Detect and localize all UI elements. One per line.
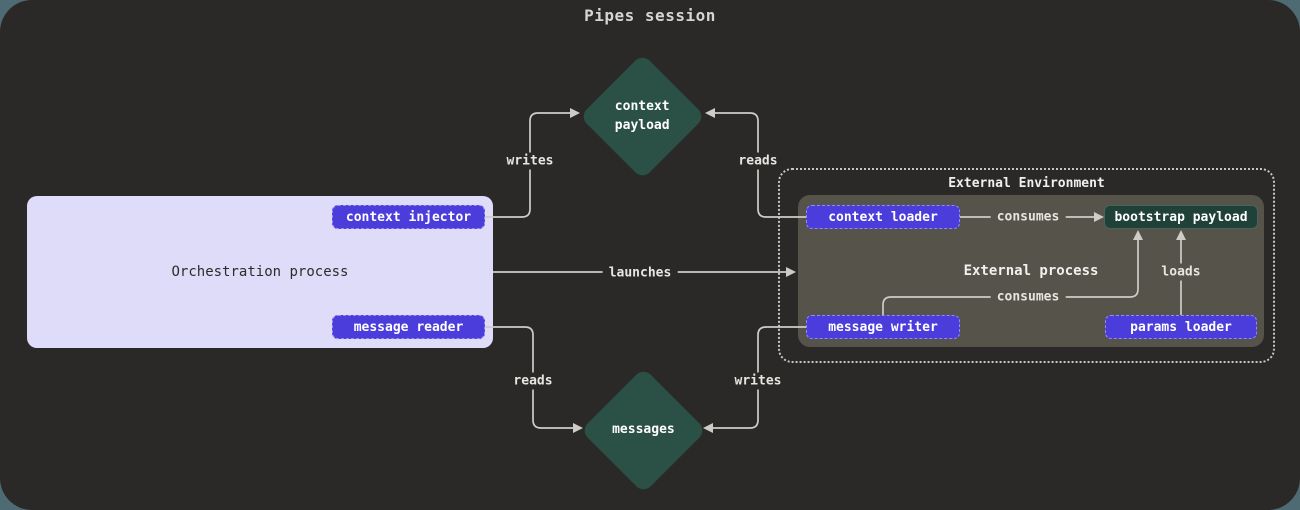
- arrowhead-reads-bottom: [573, 423, 583, 433]
- external-environment-box: [778, 168, 1275, 363]
- context-loader-label: context loader: [828, 209, 938, 225]
- messages-node[interactable]: messages: [580, 367, 707, 494]
- message-writer-button[interactable]: message writer: [806, 315, 960, 339]
- bootstrap-payload-label: bootstrap payload: [1114, 209, 1248, 225]
- edge-label-consumes-bottom: consumes: [990, 288, 1066, 306]
- arrowhead-writes-bottom: [703, 423, 713, 433]
- message-reader-button[interactable]: message reader: [332, 315, 485, 339]
- bootstrap-payload-node[interactable]: bootstrap payload: [1104, 205, 1258, 229]
- arrowhead-reads-top: [705, 108, 715, 118]
- edge-label-loads: loads: [1155, 263, 1207, 281]
- context-payload-node[interactable]: context payload: [579, 53, 706, 180]
- message-writer-label: message writer: [828, 319, 938, 335]
- page-title: Pipes session: [584, 6, 716, 25]
- context-loader-button[interactable]: context loader: [806, 205, 960, 229]
- edge-label-reads-bottom: reads: [507, 372, 559, 390]
- params-loader-button[interactable]: params loader: [1105, 315, 1257, 339]
- edge-label-writes-top: writes: [500, 152, 560, 170]
- messages-label: messages: [612, 422, 675, 438]
- message-reader-label: message reader: [353, 319, 464, 335]
- external-process-label: External process: [963, 263, 1099, 279]
- edge-label-launches: launches: [602, 264, 678, 282]
- context-injector-label: context injector: [345, 209, 472, 225]
- context-payload-label: context payload: [615, 98, 670, 133]
- orchestration-process-label: Orchestration process: [171, 264, 349, 280]
- external-environment-title: External Environment: [948, 176, 1105, 191]
- edge-label-reads-top: reads: [732, 152, 784, 170]
- params-loader-label: params loader: [1130, 319, 1232, 335]
- arrowhead-writes-top: [570, 108, 580, 118]
- edge-label-writes-bottom: writes: [728, 372, 788, 390]
- edge-label-consumes-top: consumes: [990, 208, 1066, 226]
- context-injector-button[interactable]: context injector: [332, 205, 485, 229]
